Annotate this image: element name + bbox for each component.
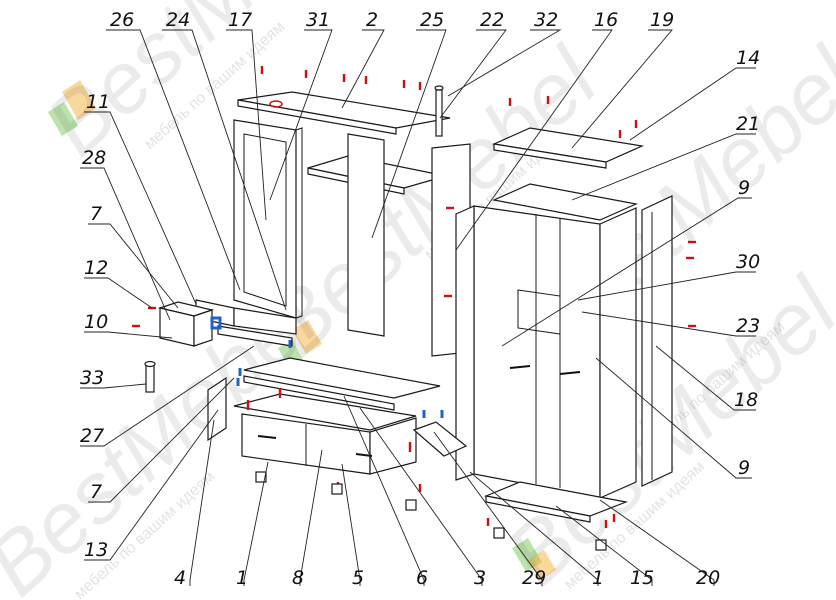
callout-33: 33 <box>80 367 104 389</box>
part-wardrobe-body <box>473 183 639 499</box>
callout-6: 6 <box>416 567 428 589</box>
callout-29: 29 <box>522 567 546 589</box>
callout-14: 14 <box>736 47 760 69</box>
part-wardrobe-plinth <box>483 481 629 523</box>
callout-11: 11 <box>86 91 110 113</box>
part-small-shelf-unit <box>157 299 297 347</box>
callout-17: 17 <box>228 9 252 31</box>
callout-27: 27 <box>80 425 104 447</box>
callout-21: 21 <box>736 113 760 135</box>
callout-25: 25 <box>420 9 444 31</box>
callout-12: 12 <box>84 257 108 279</box>
part-wardrobe-door <box>641 195 673 487</box>
callout-1-right: 1 <box>592 567 604 589</box>
part-mirror-panel <box>233 119 303 319</box>
part-wardrobe-left-door <box>455 205 475 481</box>
callout-20: 20 <box>696 567 720 589</box>
callout-7-upper: 7 <box>90 203 102 225</box>
hardware-pins <box>132 66 696 528</box>
callout-8: 8 <box>292 567 304 589</box>
callout-31: 31 <box>306 9 330 31</box>
callout-4: 4 <box>174 567 186 589</box>
callout-32: 32 <box>534 9 558 31</box>
callout-7-lower: 7 <box>90 481 102 503</box>
watermark-logo-top <box>48 80 96 136</box>
callout-2: 2 <box>366 9 378 31</box>
callout-26: 26 <box>110 9 134 31</box>
cabinet-feet <box>255 471 607 551</box>
callout-23: 23 <box>736 315 760 337</box>
callout-labels: 26 24 17 31 2 25 22 32 16 19 14 21 9 30 … <box>80 9 760 589</box>
part-cabinet-top <box>491 127 645 169</box>
callout-9-lower: 9 <box>738 457 750 479</box>
callout-30: 30 <box>736 251 760 273</box>
hardware-pins-blue <box>236 340 444 418</box>
callout-16: 16 <box>594 9 618 31</box>
callout-13: 13 <box>84 539 108 561</box>
callout-24: 24 <box>166 9 190 31</box>
leader-lines <box>80 29 756 586</box>
part-cabinet-leg <box>144 360 156 393</box>
callout-22: 22 <box>480 9 504 31</box>
callout-3: 3 <box>474 567 486 589</box>
callout-9-upper: 9 <box>738 177 750 199</box>
callout-10: 10 <box>84 311 108 333</box>
callout-15: 15 <box>630 567 654 589</box>
callout-19: 19 <box>650 9 674 31</box>
callout-28: 28 <box>82 147 106 169</box>
part-column-leg <box>434 85 444 137</box>
watermark-logo-bottom <box>512 538 556 580</box>
callout-5: 5 <box>352 567 364 589</box>
callout-1-left: 1 <box>236 567 248 589</box>
callout-18: 18 <box>734 389 758 411</box>
part-vertical-panel <box>347 133 385 337</box>
parts-layer <box>132 66 696 551</box>
part-shoe-cabinet <box>233 357 468 475</box>
part-top-shelf <box>237 91 451 135</box>
